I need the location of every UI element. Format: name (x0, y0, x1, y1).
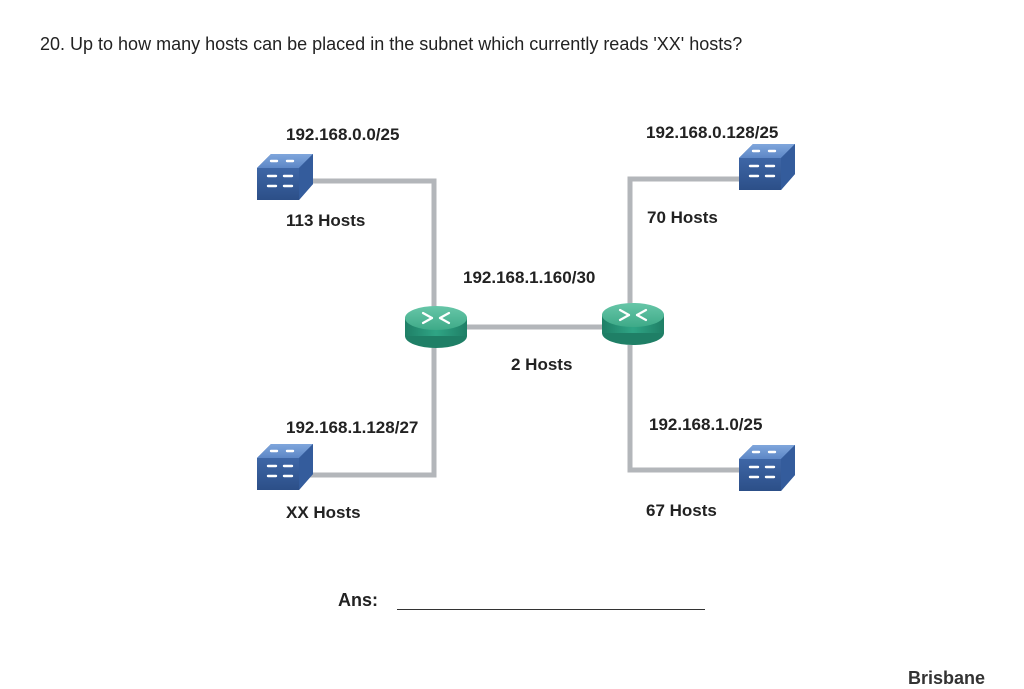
footer-cut-off-text: Brisbane (908, 668, 986, 688)
switch-icon (255, 442, 315, 492)
bottom-left-network-label: 192.168.1.128/27 (286, 418, 418, 437)
cable-bottom-left (310, 345, 437, 478)
cables (310, 176, 745, 478)
bottom-right-network-label: 192.168.1.0/25 (649, 415, 762, 434)
cable-bottom-right (627, 345, 745, 473)
switch-icon (255, 152, 315, 202)
router-link-network-label: 192.168.1.160/30 (463, 268, 595, 287)
answer-label: Ans: (338, 590, 378, 610)
bottom-right-hosts-label: 67 Hosts (646, 501, 717, 520)
top-left-network-label: 192.168.0.0/25 (286, 125, 399, 144)
router-icon (403, 304, 469, 350)
router-icon (600, 301, 666, 347)
top-right-hosts-label: 70 Hosts (647, 208, 718, 227)
question-text: 20. Up to how many hosts can be placed i… (40, 34, 743, 54)
cable-top-left (310, 178, 437, 315)
cable-top-right (627, 176, 745, 315)
switch-icon (737, 443, 797, 493)
answer-blank-line (397, 609, 705, 610)
switch-icon (737, 142, 797, 192)
top-left-hosts-label: 113 Hosts (286, 211, 365, 230)
router-link-hosts-label: 2 Hosts (511, 355, 572, 374)
bottom-left-hosts-label: XX Hosts (286, 503, 361, 522)
top-right-network-label: 192.168.0.128/25 (646, 123, 778, 142)
